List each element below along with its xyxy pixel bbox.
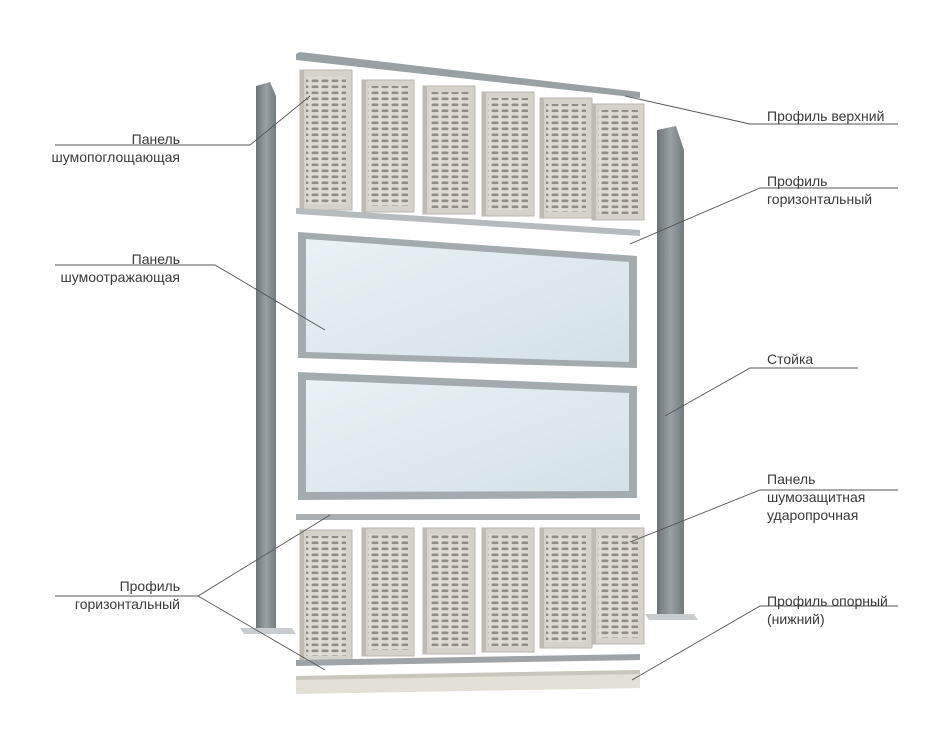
impact-panel (481, 527, 535, 653)
horizontal-profile-upper (296, 208, 640, 236)
impact-panel (422, 527, 476, 655)
label-profile-horizontal-right: Профиль горизонтальный (767, 173, 873, 207)
absorbing-panel (299, 69, 353, 211)
impact-panel (299, 529, 353, 663)
leader-panel-absorbing (55, 95, 311, 146)
absorbing-panel (591, 103, 645, 221)
support-profile (296, 670, 640, 694)
absorbing-panels-row (299, 69, 645, 221)
leader-lines (55, 95, 898, 681)
label-panel-absorbing: Панель шумопоглощающая (51, 131, 180, 165)
horizontal-profile-lower (296, 514, 640, 520)
absorbing-panel (539, 97, 593, 219)
horizontal-profile-bottom (296, 654, 640, 666)
leader-profile-support (631, 605, 898, 681)
leader-profile-horizontal-right (629, 187, 898, 245)
label-post: Стойка (767, 351, 814, 367)
label-profile-horizontal-left: Профиль горизонтальный (74, 578, 180, 612)
impact-panel (591, 527, 645, 645)
label-panel-reflecting: Панель шумоотражающая (60, 251, 181, 285)
impact-panels-row (299, 527, 645, 663)
reflecting-panel-lower (298, 372, 637, 500)
absorbing-panel (481, 91, 535, 217)
label-panel-impact: Панель шумозащитная ударопрочная (767, 471, 866, 523)
absorbing-panel (361, 79, 415, 213)
impact-panel (361, 527, 415, 657)
leader-panel-impact (629, 489, 898, 543)
leader-panel-reflecting (55, 264, 326, 331)
right-post (645, 126, 698, 620)
label-profile-support: Профиль опорный (нижний) (767, 593, 888, 627)
top-profile (296, 52, 640, 98)
leader-profile-horizontal-left-2 (197, 595, 326, 671)
impact-panel (539, 527, 593, 649)
leader-profile-top (624, 95, 898, 125)
reflecting-panel-upper (298, 232, 637, 368)
left-post (240, 82, 296, 634)
leader-post (664, 367, 858, 417)
absorbing-panel (422, 85, 476, 215)
label-profile-top: Профиль верхний (767, 108, 885, 124)
